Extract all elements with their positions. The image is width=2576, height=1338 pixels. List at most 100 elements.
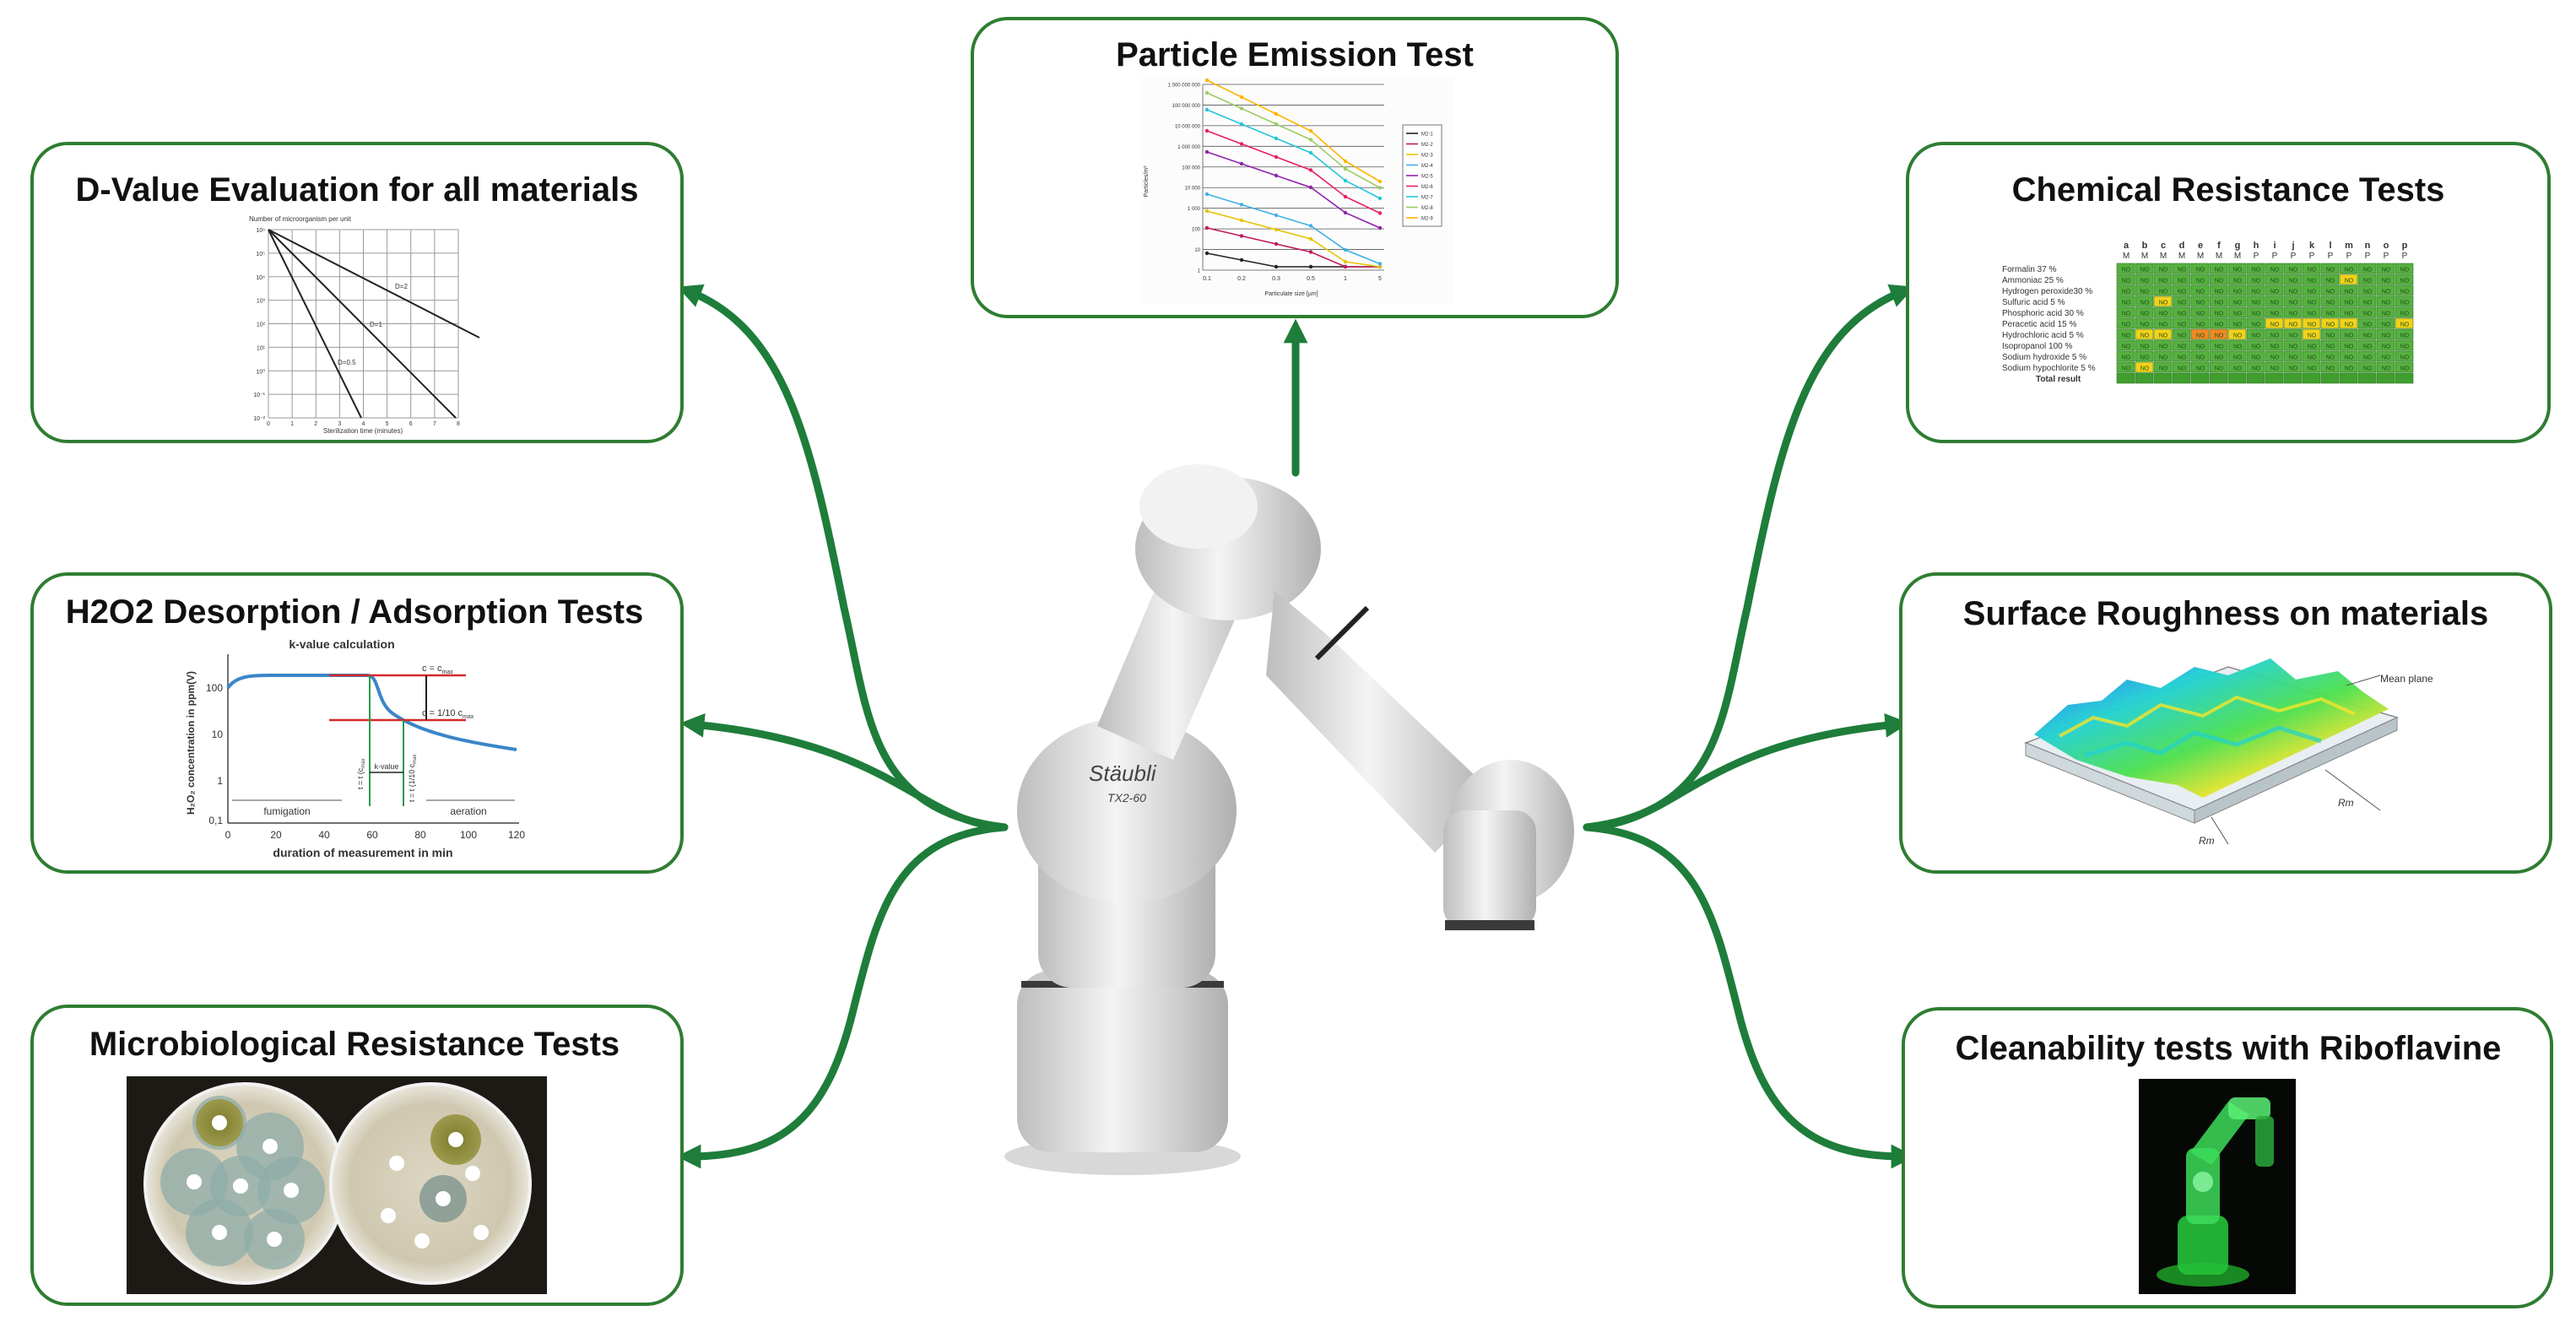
chem-cell-text: NO (2326, 322, 2335, 328)
chem-cell (2116, 295, 2135, 307)
dvalue-ytick: 10⁶ (256, 228, 265, 234)
chem-cell-text: NO (2233, 290, 2243, 295)
particle-point (1274, 213, 1279, 218)
chem-row-label: Formalin 37 % (2002, 265, 2057, 274)
chem-cell (2283, 317, 2303, 329)
chem-row-label: Isopropanol 100 % (2002, 342, 2073, 351)
chem-col-type: P (2384, 252, 2389, 261)
h2o2-xtick: 0 (225, 829, 231, 841)
dvalue-xtick: 6 (409, 421, 413, 427)
particle-xtick: 0.5 (1307, 276, 1315, 282)
chem-cell (2265, 284, 2284, 296)
chem-cell (2265, 274, 2284, 285)
chem-cell (2116, 350, 2135, 362)
particle-point (1239, 218, 1244, 223)
chem-col-type: M (2141, 252, 2148, 261)
chem-cell (2302, 350, 2321, 362)
chem-cell (2246, 350, 2265, 362)
antibiotic-disc (381, 1208, 396, 1223)
particle-point (1204, 90, 1210, 95)
chem-row-label: Hydrogen peroxide30 % (2002, 287, 2092, 296)
particle-legend-label: M2-4 (1421, 164, 1433, 169)
chem-cell-text: NO (2289, 333, 2298, 339)
chem-cell (2339, 339, 2358, 351)
h2o2-chart-title: k-value calculation (289, 637, 394, 651)
arrow-to-clean (1583, 823, 1916, 1169)
chem-cell (2265, 317, 2284, 329)
chem-cell-text: NO (2252, 366, 2261, 372)
particle-ylabel: Particles/m³ (1144, 165, 1150, 198)
chem-cell (2283, 274, 2303, 285)
antibiotic-disc (474, 1225, 489, 1240)
chem-cell (2246, 274, 2265, 285)
chem-cell-text: NO (2363, 290, 2373, 295)
chem-cell-text: NO (2122, 333, 2131, 339)
chem-cell (2190, 372, 2210, 384)
chem-cell-text: NO (2363, 355, 2373, 361)
particle-point (1377, 196, 1383, 201)
chem-cell (2172, 284, 2191, 296)
particle-series-line (1206, 193, 1381, 265)
particle-legend-label: M2-8 (1421, 206, 1433, 211)
particle-xtick: 0.1 (1203, 276, 1211, 282)
chem-cell-text: NO (2233, 268, 2243, 274)
chem-cell (2320, 295, 2340, 307)
chem-cell (2265, 263, 2284, 274)
chem-cell (2357, 263, 2377, 274)
chem-cell (2172, 328, 2191, 340)
chem-cell (2302, 361, 2321, 373)
chem-cell-text: NO (2270, 322, 2280, 328)
chem-cell (2135, 295, 2154, 307)
chem-cell (2376, 328, 2395, 340)
chem-col-type: P (2328, 252, 2334, 261)
h2o2-xtick: 60 (366, 829, 378, 841)
dvalue-line-mid (268, 229, 457, 419)
chem-cell-text: NO (2289, 268, 2298, 274)
robot-model-label: TX2-60 (1107, 791, 1146, 804)
chem-cell-text: NO (2233, 301, 2243, 306)
chem-col-letter: b (2142, 241, 2148, 251)
antibiotic-disc (233, 1178, 248, 1194)
particle-ytick: 1 (1198, 269, 1201, 274)
chem-cell-text: NO (2326, 355, 2335, 361)
chem-cell-text: NO (2252, 279, 2261, 284)
chem-cell-text: NO (2382, 355, 2391, 361)
chem-cell-text: NO (2178, 344, 2187, 350)
card-h2o2-title: H2O2 Desorption / Adsorption Tests (66, 593, 644, 631)
chem-cell-text: NO (2159, 279, 2168, 284)
chem-cell (2153, 361, 2173, 373)
chem-cell (2190, 284, 2210, 296)
chem-cell (2227, 284, 2247, 296)
chem-cell (2172, 263, 2191, 274)
chem-cell-text: NO (2308, 355, 2317, 361)
chem-cell (2190, 295, 2210, 307)
chem-cell-text: NO (2140, 301, 2150, 306)
particle-point (1239, 142, 1244, 146)
chem-col-letter: n (2365, 241, 2371, 251)
particle-series-line (1206, 210, 1381, 268)
particle-point (1274, 136, 1279, 141)
chem-cell (2153, 350, 2173, 362)
chem-row-label: Hydrochloric acid 5 % (2002, 331, 2084, 340)
chem-cell (2395, 350, 2414, 362)
particle-point (1204, 209, 1210, 214)
chem-cell-text: NO (2215, 344, 2224, 350)
particle-series-line (1206, 109, 1381, 199)
chem-cell (2339, 295, 2358, 307)
chem-cell (2265, 361, 2284, 373)
particle-point (1274, 241, 1279, 246)
particle-ytick: 1 000 (1188, 207, 1201, 212)
chem-cell-text: NO (2159, 355, 2168, 361)
chem-cell-text: NO (2233, 344, 2243, 350)
dvalue-xtick: 5 (386, 421, 389, 427)
chem-cell-text: NO (2326, 366, 2335, 372)
particle-legend-label: M2-7 (1421, 196, 1433, 201)
particle-point (1308, 168, 1313, 172)
chem-cell (2209, 306, 2228, 318)
chem-cell-text: NO (2196, 290, 2205, 295)
chem-cell (2246, 339, 2265, 351)
